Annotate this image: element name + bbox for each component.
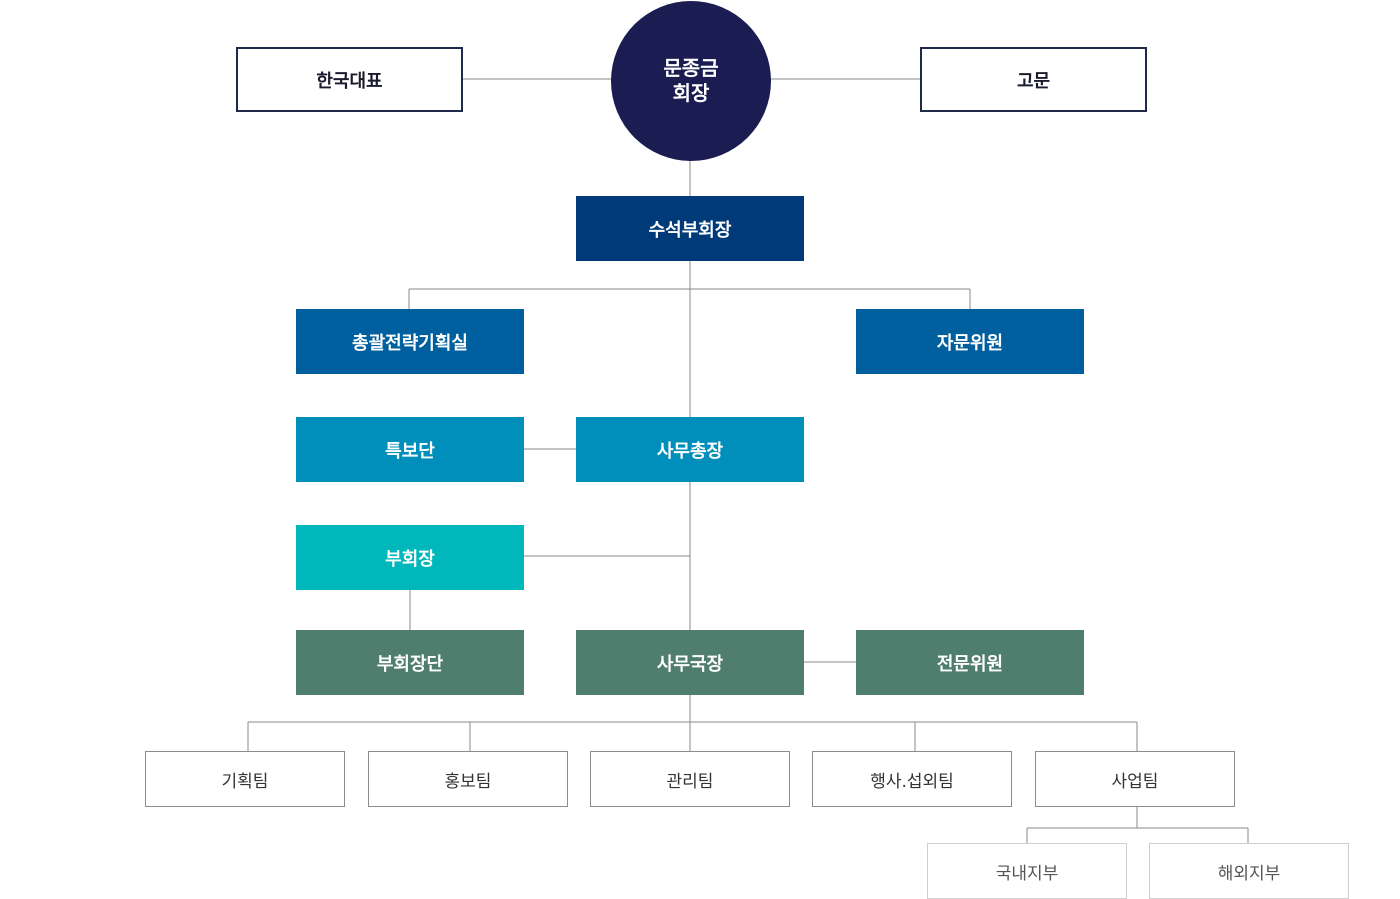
- chairman-node: 문종금 회장: [611, 1, 771, 161]
- vice-chairman-node: 부회장: [296, 525, 524, 590]
- korea-rep-node: 한국대표: [236, 47, 463, 112]
- team-business-node: 사업팀: [1035, 751, 1235, 807]
- senior-vice-chairman-node: 수석부회장: [576, 196, 804, 261]
- branch-domestic-node: 국내지부: [927, 843, 1127, 899]
- branch-overseas-node: 해외지부: [1149, 843, 1349, 899]
- strategy-office-node: 총괄전략기획실: [296, 309, 524, 374]
- chairman-name-line2: 회장: [672, 81, 710, 105]
- vice-chairman-group-node: 부회장단: [296, 630, 524, 695]
- special-envoy-node: 특보단: [296, 417, 524, 482]
- advisor-node: 고문: [920, 47, 1147, 112]
- advisory-committee-node: 자문위원: [856, 309, 1084, 374]
- secretary-general-node: 사무총장: [576, 417, 804, 482]
- team-pr-node: 홍보팀: [368, 751, 568, 807]
- expert-committee-node: 전문위원: [856, 630, 1084, 695]
- team-management-node: 관리팀: [590, 751, 790, 807]
- team-events-node: 행사.섭외팀: [812, 751, 1012, 807]
- chairman-name-line1: 문종금: [663, 56, 719, 80]
- team-planning-node: 기획팀: [145, 751, 345, 807]
- office-director-node: 사무국장: [576, 630, 804, 695]
